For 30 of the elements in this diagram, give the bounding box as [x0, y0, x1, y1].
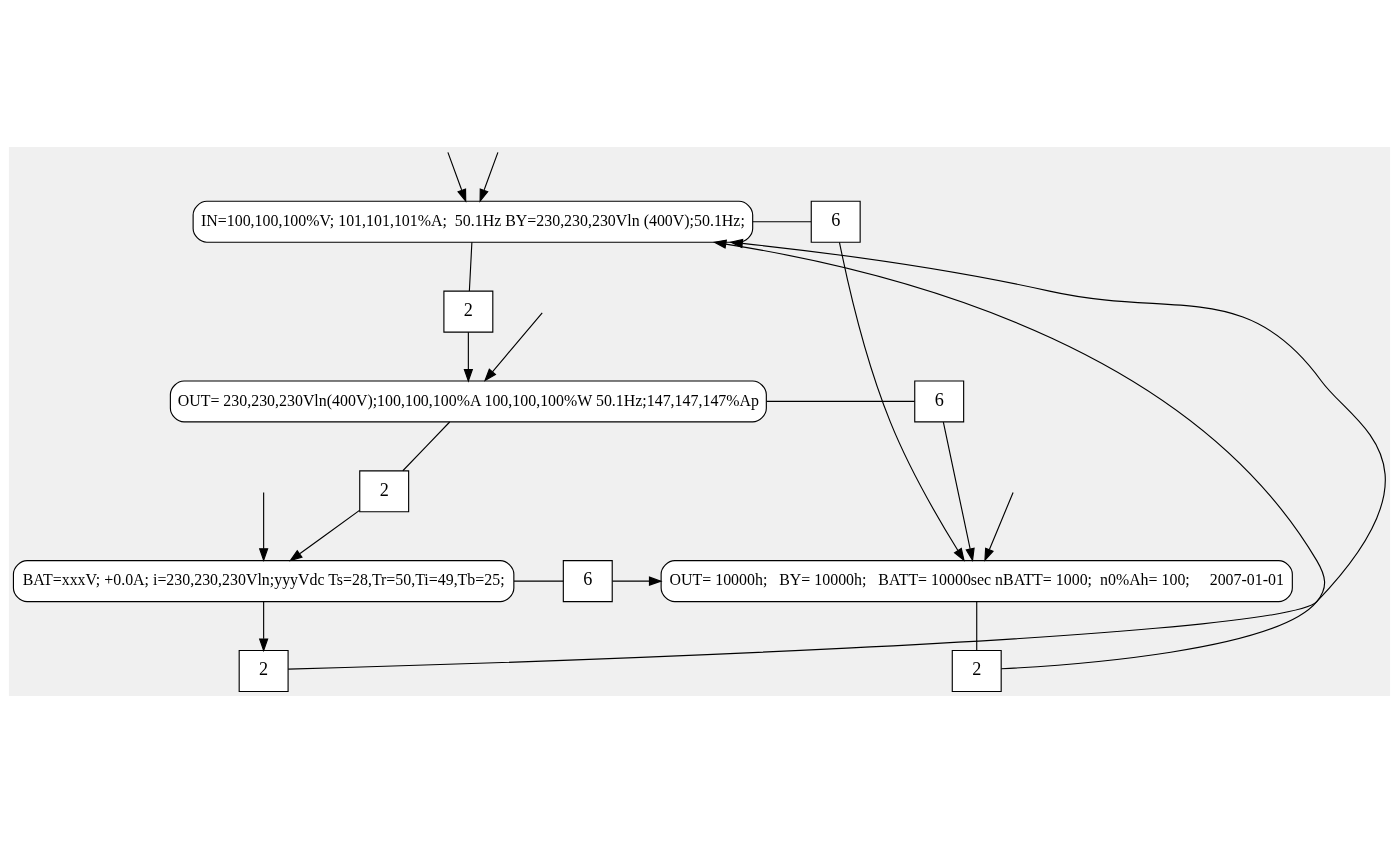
- node-box: 6: [562, 560, 613, 603]
- connector: [468, 241, 473, 292]
- node-box: IN=100,100,100%V; 101,101,101%A; 50.1Hz BY=230,230,230Vln (400V);50.1Hz;: [192, 200, 754, 243]
- arrow: [838, 241, 965, 562]
- arrow: [287, 238, 1386, 670]
- connector: [402, 421, 451, 472]
- node-box: 2: [443, 290, 494, 333]
- node-box: 6: [914, 380, 965, 423]
- node-box: OUT= 230,230,230Vln(400V);100,100,100%A 100,100,100%W 50.1Hz;147,147,147%Ap: [169, 380, 767, 423]
- arrow: [942, 421, 975, 562]
- arrow: [479, 151, 499, 203]
- arrow: [258, 601, 269, 653]
- node-box: 2: [951, 649, 1002, 693]
- connector: [513, 580, 564, 582]
- arrow: [258, 491, 269, 562]
- arrow: [483, 312, 543, 382]
- arrow: [984, 491, 1014, 562]
- connector: [766, 400, 916, 402]
- arrow: [611, 576, 663, 586]
- connector: [752, 221, 812, 223]
- arrow: [712, 239, 1326, 670]
- node-box: BAT=xxxV; +0.0A; i=230,230,230Vln;yyyVdc Ts=28,Tr=50,Ti=49,Tb=25;: [12, 560, 515, 603]
- node-box: 2: [359, 470, 410, 513]
- connector: [976, 601, 978, 652]
- node-box: 6: [810, 200, 861, 243]
- arrow: [447, 151, 467, 203]
- arrow: [463, 331, 474, 383]
- node-box: 2: [238, 649, 289, 693]
- node-box: OUT= 10000h; BY= 10000h; BATT= 10000sec nBATT= 1000; n0%Ah= 100; 2007-01-01: [660, 560, 1293, 603]
- arrow: [289, 509, 361, 562]
